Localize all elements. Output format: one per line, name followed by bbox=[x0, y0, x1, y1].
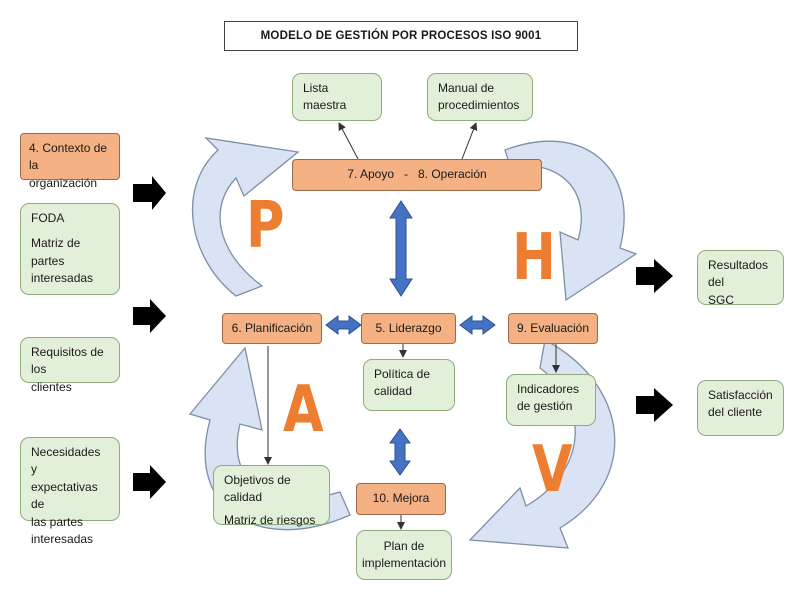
connector-apoyo-lista bbox=[338, 122, 359, 160]
doc-plan-implementacion: Plan de implementación bbox=[356, 530, 452, 580]
process-liderazgo: 5. Liderazgo bbox=[361, 313, 456, 344]
input-arrow-3 bbox=[133, 465, 166, 499]
necesidades-line-1: Necesidades y bbox=[31, 445, 101, 477]
resultados-line-1: Resultados del bbox=[708, 258, 769, 290]
necesidades-line-3: las partes bbox=[31, 514, 84, 529]
input-contexto-organizacion: 4. Contexto de la organización bbox=[20, 133, 120, 190]
politica-line-1: Política de bbox=[374, 367, 431, 381]
necesidades-line-2: expectativas de bbox=[31, 479, 98, 512]
politica-line-2: calidad bbox=[374, 384, 413, 399]
contexto-line-2: organización bbox=[29, 175, 98, 190]
process-evaluacion: 9. Evaluación bbox=[508, 313, 598, 344]
output-arrow-1 bbox=[636, 259, 673, 293]
lista-maestra-label: Lista maestra bbox=[303, 81, 347, 113]
output-satisfaccion-cliente: Satisfacción del cliente bbox=[697, 380, 784, 436]
curve-arrow-do bbox=[504, 140, 638, 302]
manual-line-1: Manual de bbox=[438, 81, 495, 95]
doc-politica-calidad: Política de calidad bbox=[363, 359, 455, 411]
letter-h: H bbox=[512, 221, 556, 295]
doc-objetivos-riesgos: Objetivos de calidad Matriz de riesgos bbox=[213, 465, 330, 527]
double-arrow-apoyo-liderazgo bbox=[389, 200, 413, 297]
requisitos-line-1: Requisitos de los bbox=[31, 345, 104, 377]
liderazgo-label: 5. Liderazgo bbox=[375, 320, 442, 335]
objetivos-line-2: Matriz de riesgos bbox=[224, 512, 316, 527]
input-arrow-1 bbox=[133, 176, 166, 210]
connector-operacion-manual bbox=[461, 122, 478, 160]
process-planificacion: 6. Planificación bbox=[222, 313, 322, 344]
output-resultados-sgc: Resultados del SGC bbox=[697, 250, 784, 307]
doc-lista-maestra: Lista maestra bbox=[292, 73, 382, 121]
input-arrow-2 bbox=[133, 299, 166, 333]
satisfaccion-line-1: Satisfacción bbox=[708, 388, 773, 402]
requisitos-line-2: clientes bbox=[31, 379, 72, 394]
curve-arrow-plan bbox=[191, 137, 300, 297]
necesidades-line-4: interesadas bbox=[31, 531, 94, 546]
page-title: MODELO DE GESTIÓN POR PROCESOS ISO 9001 bbox=[224, 21, 578, 51]
process-mejora: 10. Mejora bbox=[356, 483, 446, 515]
double-arrow-liderazgo-evaluacion bbox=[459, 315, 496, 335]
satisfaccion-line-2: del cliente bbox=[708, 405, 763, 420]
foda-line-1: FODA bbox=[31, 211, 65, 225]
resultados-line-2: SGC bbox=[708, 292, 735, 307]
plan-line-2: implementación bbox=[361, 556, 447, 570]
manual-line-2: procedimientos bbox=[438, 98, 520, 113]
process-apoyo-operacion: 7. Apoyo - 8. Operación bbox=[292, 159, 542, 191]
letter-a: A bbox=[283, 373, 324, 447]
foda-line-2: Matriz de bbox=[31, 236, 81, 251]
evaluacion-label: 9. Evaluación bbox=[516, 320, 590, 335]
letter-p: P bbox=[246, 189, 285, 263]
double-arrow-politica-mejora bbox=[389, 428, 411, 476]
input-foda: FODA Matriz de partes interesadas bbox=[20, 203, 120, 295]
input-requisitos-clientes: Requisitos de los clientes bbox=[20, 337, 120, 394]
foda-line-4: interesadas bbox=[31, 271, 94, 286]
letter-v: V bbox=[532, 433, 573, 507]
mejora-label: 10. Mejora bbox=[372, 491, 430, 506]
plan-line-1: Plan de bbox=[383, 538, 425, 553]
input-necesidades-expectativas: Necesidades y expectativas de las partes… bbox=[20, 437, 120, 546]
doc-indicadores-gestion: Indicadores de gestión bbox=[506, 374, 596, 426]
double-arrow-planificacion-liderazgo bbox=[325, 315, 362, 335]
output-arrow-2 bbox=[636, 388, 673, 422]
indicadores-line-2: de gestión bbox=[517, 399, 573, 414]
foda-line-3: partes bbox=[31, 253, 65, 268]
contexto-line-1: 4. Contexto de la bbox=[29, 141, 108, 173]
doc-manual-procedimientos: Manual de procedimientos bbox=[427, 73, 533, 121]
apoyo-operacion-label: 7. Apoyo - 8. Operación bbox=[347, 167, 487, 182]
planificacion-label: 6. Planificación bbox=[231, 320, 313, 335]
objetivos-line-1: Objetivos de calidad bbox=[224, 473, 291, 505]
indicadores-line-1: Indicadores bbox=[517, 382, 580, 396]
